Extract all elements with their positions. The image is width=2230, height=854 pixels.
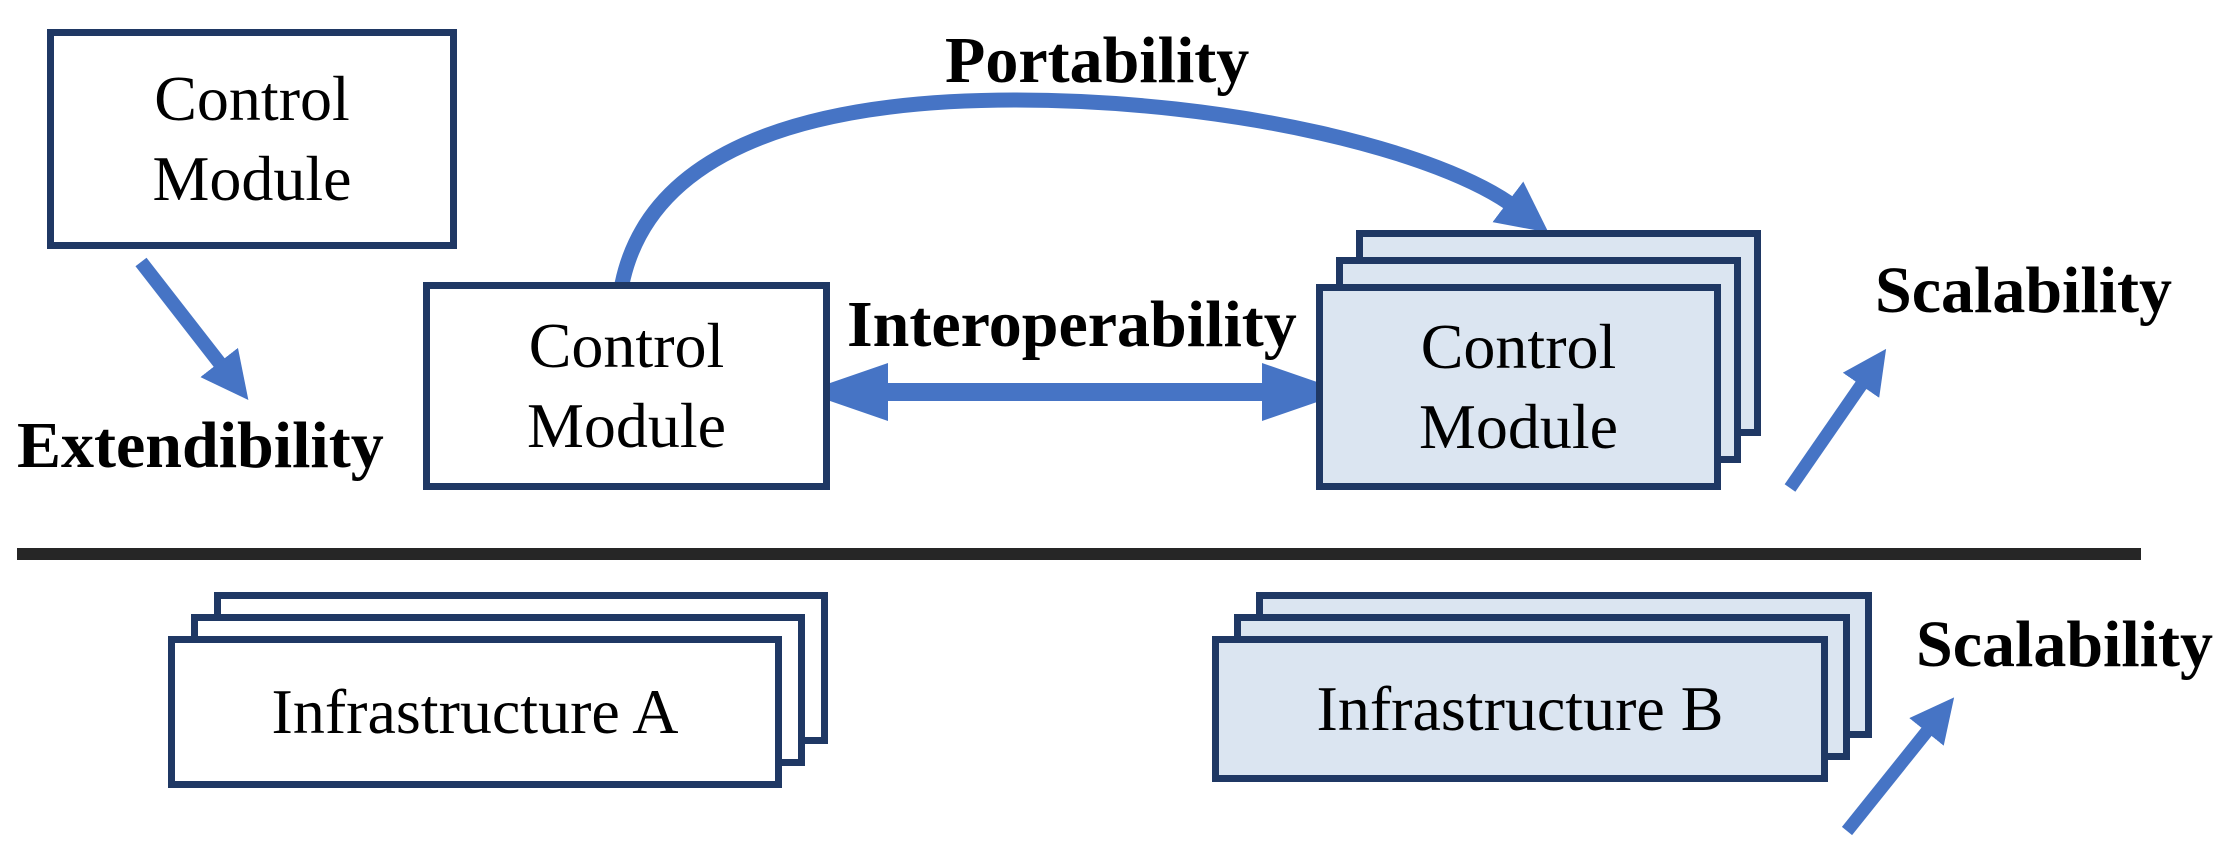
control-module-label: Control Module bbox=[526, 310, 727, 461]
scalability-bottom-label: Scalability bbox=[1916, 608, 2214, 681]
control-module-box-center: Control Module bbox=[423, 282, 830, 490]
control-module-label: Control Module bbox=[152, 63, 352, 214]
interoperability-label: Interoperability bbox=[847, 288, 1297, 361]
scalability-top-label: Scalability bbox=[1875, 254, 2173, 327]
portability-label: Portability bbox=[945, 24, 1250, 97]
layer-divider bbox=[17, 548, 2141, 560]
scalability-top-arrow bbox=[1784, 348, 1887, 492]
infrastructure-a-front: Infrastructure A bbox=[168, 636, 782, 788]
infrastructure-b-front: Infrastructure B bbox=[1212, 636, 1828, 782]
control-module-stack-front: Control Module bbox=[1316, 284, 1721, 490]
control-module-label: Control Module bbox=[1418, 311, 1619, 462]
scalability-bottom-arrow bbox=[1841, 697, 1955, 836]
infrastructure-b-label: Infrastructure B bbox=[1316, 673, 1724, 744]
extendibility-arrow bbox=[135, 257, 249, 401]
extendibility-label: Extendibility bbox=[17, 409, 384, 482]
interoperability-double-arrow bbox=[804, 363, 1346, 421]
infrastructure-a-label: Infrastructure A bbox=[271, 676, 679, 747]
control-module-box-top-left: Control Module bbox=[47, 29, 457, 249]
